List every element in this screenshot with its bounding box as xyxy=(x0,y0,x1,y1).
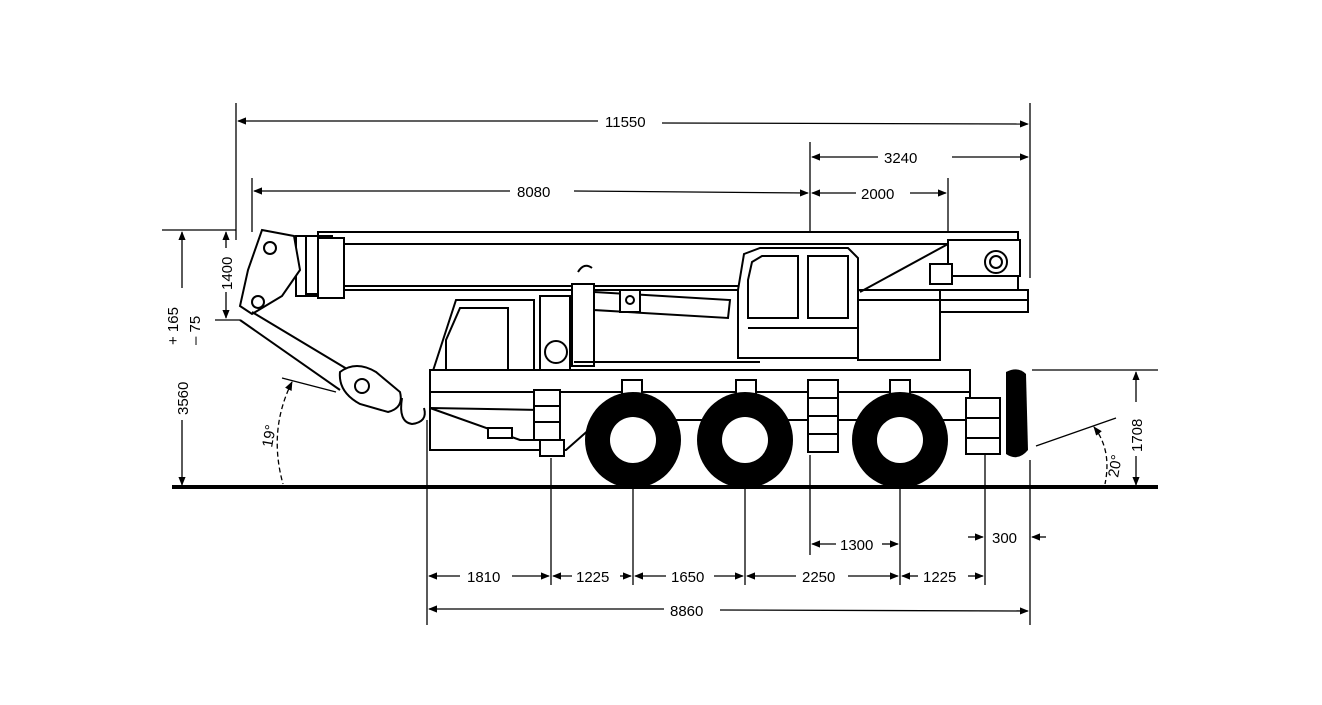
dim-axle-chain: 1810 1225 1650 2250 1225 xyxy=(428,569,984,586)
front-angle-label: 19° xyxy=(259,423,280,448)
wheel-1 xyxy=(585,392,681,488)
overall-length-label: 11550 xyxy=(605,114,646,131)
rear-angle-label: 20° xyxy=(1105,453,1126,478)
wheel-3 xyxy=(852,392,948,488)
axle-spacing-4-label: 2250 xyxy=(802,569,835,586)
dim-boom-height: 1400 xyxy=(219,231,236,319)
chassis-length-label: 8860 xyxy=(670,603,703,620)
dim-outrigger-offset: 1300 xyxy=(811,537,899,554)
chassis xyxy=(429,369,1028,458)
boom xyxy=(238,228,1021,316)
rear-overhang-top-label: 3240 xyxy=(884,150,917,167)
axle-spacing-2-label: 1225 xyxy=(576,569,609,586)
height-plus-label: + 165 xyxy=(165,307,182,345)
total-height-label: 3560 xyxy=(175,382,192,415)
dim-boom-rear: 2000 xyxy=(811,186,947,203)
hook-block xyxy=(239,311,426,426)
dim-overall-length: 11550 xyxy=(237,114,1029,131)
outrigger-offset-label: 1300 xyxy=(840,537,873,554)
luffing-cylinder xyxy=(571,264,732,367)
boom-height-label: 1400 xyxy=(219,257,236,290)
dim-rear-angle: 20° xyxy=(1035,417,1126,485)
axle-spacing-5-label: 1225 xyxy=(923,569,956,586)
wheels xyxy=(585,392,948,488)
rear-height-label: 1708 xyxy=(1129,419,1146,452)
dim-front-angle: 19° xyxy=(259,377,337,485)
operator-cab xyxy=(737,247,1029,361)
boom-front-label: 8080 xyxy=(517,184,550,201)
boom-rear-label: 2000 xyxy=(861,186,894,203)
wheel-2 xyxy=(697,392,793,488)
dim-rear-overhang-top: 3240 xyxy=(811,150,1029,167)
crane-body xyxy=(238,228,1029,488)
rear-clearance-label: 300 xyxy=(992,530,1017,547)
dim-rear-clearance: 300 xyxy=(968,530,1046,547)
extension-lines xyxy=(162,103,1158,625)
axle-spacing-3-label: 1650 xyxy=(671,569,704,586)
axle-spacing-1-label: 1810 xyxy=(467,569,500,586)
dim-boom-front: 8080 xyxy=(253,184,809,201)
dim-rear-height: 1708 xyxy=(1129,371,1146,486)
dim-total-height: 3560 + 165 – 75 xyxy=(165,231,204,486)
height-minus-label: – 75 xyxy=(187,316,204,345)
dim-chassis-length: 8860 xyxy=(428,603,1029,620)
